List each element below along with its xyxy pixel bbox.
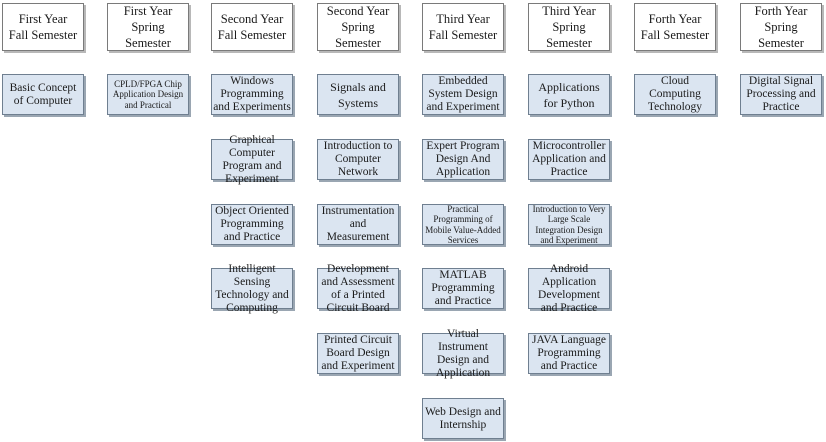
course-box: Basic Concept of Computer	[2, 74, 84, 115]
course-box: Introduction to Computer Network	[317, 139, 399, 180]
course-name: Signals and Systems	[330, 79, 386, 110]
course-box: Virtual Instrument Design and Applicatio…	[422, 328, 504, 379]
course-box: Web Design and Internship	[422, 398, 504, 439]
course-name: Development and Assessment of a Printed …	[321, 262, 395, 314]
course-box: MATLAB Programming and Practice	[422, 268, 504, 309]
course-box: Digital Signal Processing and Practice	[740, 74, 822, 115]
course-name: Introduction to Very Large Scale Integra…	[532, 203, 606, 246]
course-name: CPLD/FPGA Chip Application Design and Pr…	[112, 78, 184, 110]
course-box: Development and Assessment of a Printed …	[317, 263, 399, 314]
course-name: Object Oriented Programming and Practice	[215, 205, 289, 243]
course-box: CPLD/FPGA Chip Application Design and Pr…	[107, 74, 189, 115]
course-name: Graphical Computer Program and Experimen…	[222, 133, 282, 185]
course-name: Windows Programming and Experiments	[213, 75, 291, 113]
course-name: Web Design and Internship	[425, 405, 501, 431]
course-box: Applications for Python	[528, 74, 610, 115]
course-name: Virtual Instrument Design and Applicatio…	[435, 327, 491, 379]
course-name: Microcontroller Application and Practice	[532, 140, 606, 178]
course-name: Printed Circuit Board Design and Experim…	[321, 334, 395, 372]
course-name: JAVA Language Programming and Practice	[531, 334, 606, 372]
course-name: Practical Programming of Mobile Value-Ad…	[425, 203, 501, 246]
course-box: JAVA Language Programming and Practice	[528, 333, 610, 374]
course-box: Introduction to Very Large Scale Integra…	[528, 204, 610, 245]
course-box: Embedded System Design and Experiment	[422, 74, 504, 115]
course-box: Object Oriented Programming and Practice	[211, 204, 293, 245]
course-box: Android Application Development and Prac…	[528, 263, 610, 314]
course-box: Graphical Computer Program and Experimen…	[211, 134, 293, 185]
course-name: MATLAB Programming and Practice	[431, 269, 495, 307]
course-box: Printed Circuit Board Design and Experim…	[317, 333, 399, 374]
course-box: Microcontroller Application and Practice	[528, 139, 610, 180]
course-box: Instrumentation and Measurement	[317, 204, 399, 245]
course-box: Expert Program Design And Application	[422, 139, 504, 180]
course-name: Cloud Computing Technology	[647, 75, 703, 113]
course-name: Basic Concept of Computer	[9, 81, 77, 107]
course-box: Signals and Systems	[317, 74, 399, 115]
course-name: Embedded System Design and Experiment	[426, 75, 500, 113]
course-box: Practical Programming of Mobile Value-Ad…	[422, 204, 504, 245]
course-box: Windows Programming and Experiments	[211, 74, 293, 115]
course-name: Digital Signal Processing and Practice	[746, 75, 816, 113]
course-name: Android Application Development and Prac…	[538, 262, 600, 314]
course-box: Cloud Computing Technology	[634, 74, 716, 115]
course-name: Expert Program Design And Application	[426, 140, 500, 178]
course-box: Intelligent Sensing Technology and Compu…	[211, 263, 293, 314]
course-name: Instrumentation and Measurement	[321, 205, 395, 243]
course-name: Intelligent Sensing Technology and Compu…	[215, 262, 289, 314]
course-name: Introduction to Computer Network	[323, 140, 393, 178]
course-name: Applications for Python	[538, 79, 600, 110]
